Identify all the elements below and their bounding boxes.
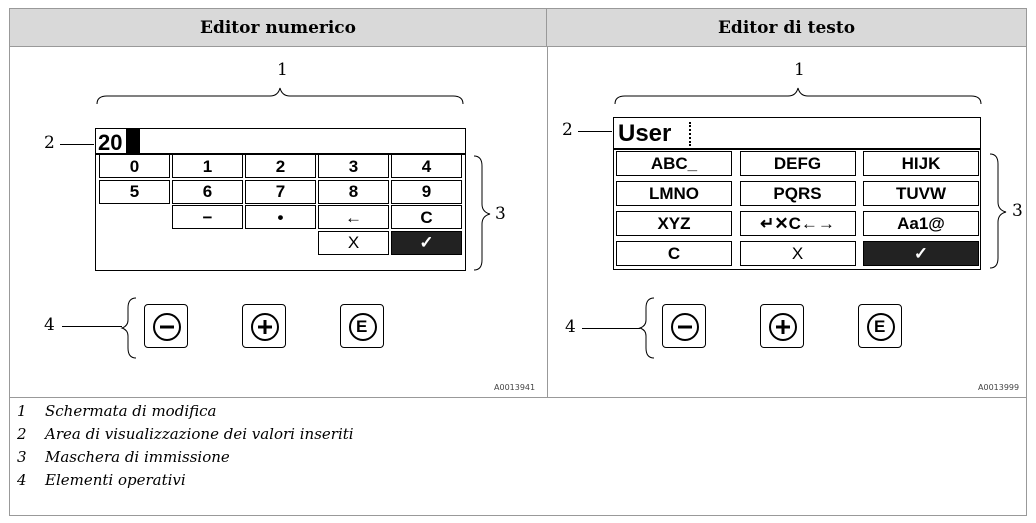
enter-button-text[interactable]: E	[858, 304, 902, 348]
text-key[interactable]: XYZ	[616, 211, 732, 236]
plus-icon	[251, 313, 279, 341]
callout-2-leader-text	[578, 131, 612, 132]
enter-icon	[867, 313, 895, 341]
numeric-key[interactable]: 1	[172, 154, 243, 178]
plus-button-numeric[interactable]	[242, 304, 286, 348]
text-key[interactable]: TUVW	[863, 181, 979, 206]
enter-button-numeric[interactable]: E	[340, 304, 384, 348]
text-key[interactable]: PQRS	[739, 181, 856, 206]
minus-icon	[153, 313, 181, 341]
header-text-editor: Editor di testo	[547, 9, 1026, 47]
numeric-key[interactable]: C	[391, 205, 462, 229]
callout-3-label-numeric: 3	[495, 204, 506, 224]
reference-text: A0013999	[978, 383, 1020, 392]
text-cursor	[689, 122, 691, 146]
reference-numeric: A0013941	[494, 383, 536, 392]
text-key[interactable]: Aa1@	[863, 211, 979, 236]
numeric-key[interactable]: 7	[245, 179, 316, 204]
numeric-key[interactable]: 9	[391, 179, 462, 204]
numeric-key[interactable]: X	[318, 230, 389, 255]
enter-icon-letter: E	[874, 317, 886, 336]
minus-button-text[interactable]	[662, 304, 706, 348]
numeric-key[interactable]: 3	[318, 154, 389, 178]
callout-4-brace-numeric	[120, 297, 137, 359]
callout-3-label-text: 3	[1012, 201, 1023, 221]
text-key[interactable]: ABC_	[616, 151, 732, 176]
text-key[interactable]: X	[739, 241, 856, 266]
numeric-value-display: 20	[95, 128, 466, 155]
callout-1-brace-text	[614, 87, 982, 105]
callout-1-label-text: 1	[794, 60, 805, 80]
callout-4-label-numeric: 4	[44, 315, 55, 335]
numeric-key[interactable]: 6	[172, 179, 243, 204]
minus-icon	[671, 313, 699, 341]
numeric-key[interactable]: 8	[318, 179, 389, 204]
text-value-display: User	[613, 117, 981, 149]
plus-icon	[769, 313, 797, 341]
text-key[interactable]: LMNO	[616, 181, 732, 206]
callout-2-label-text: 2	[562, 120, 573, 140]
text-key[interactable]: ✓	[863, 241, 979, 266]
header-numeric-editor: Editor numerico	[10, 9, 547, 47]
callout-4-leader-numeric	[62, 326, 122, 327]
enter-icon	[349, 313, 377, 341]
callout-3-brace-text	[989, 153, 1007, 269]
callout-4-brace-text	[638, 297, 655, 359]
numeric-key[interactable]: ✓	[391, 230, 462, 255]
figure-frame: Editor numerico Editor di testo	[9, 8, 1027, 398]
callout-1-brace	[96, 87, 464, 105]
plus-button-text[interactable]	[760, 304, 804, 348]
callout-3-brace-numeric	[473, 155, 491, 271]
callout-4-leader-text	[582, 328, 640, 329]
numeric-key[interactable]: •	[245, 205, 316, 229]
numeric-key[interactable]: 0	[99, 154, 170, 178]
numeric-key[interactable]: 2	[245, 154, 316, 178]
callout-2-leader	[60, 144, 94, 145]
text-cursor	[126, 129, 140, 153]
enter-icon-letter: E	[356, 317, 368, 336]
text-key[interactable]: ↵✕C←→	[739, 211, 856, 236]
callout-2-label: 2	[44, 133, 55, 153]
text-key[interactable]: C	[616, 241, 732, 266]
minus-button-numeric[interactable]	[144, 304, 188, 348]
callout-4-label-text: 4	[565, 317, 576, 337]
panel-divider	[547, 47, 548, 397]
text-key[interactable]: HIJK	[863, 151, 979, 176]
numeric-key[interactable]: 4	[391, 154, 462, 178]
text-entered-value: User	[618, 120, 672, 147]
callout-1-label: 1	[277, 60, 288, 80]
numeric-entered-value: 20	[98, 130, 123, 155]
text-key[interactable]: DEFG	[739, 151, 856, 176]
numeric-key[interactable]: ←	[318, 205, 389, 229]
numeric-key[interactable]: 5	[99, 179, 170, 204]
numeric-key[interactable]: −	[172, 205, 243, 229]
